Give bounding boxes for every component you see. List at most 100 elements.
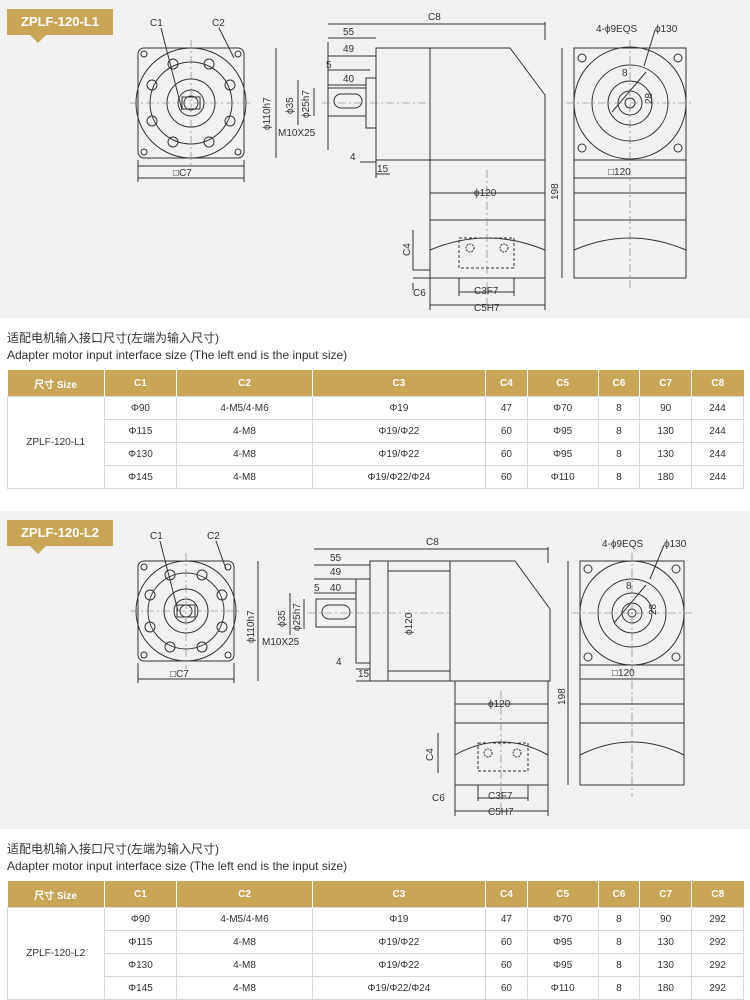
technical-drawing: C1 C2 □C7 C8 55 49 5 40 4 15 ϕ110h7 ϕ35 … [130,12,694,314]
th-c5: C5 [526,881,599,908]
cell: 180 [639,976,693,1000]
caption: 适配电机输入接口尺寸(左端为输入尺寸) Adapter motor input … [0,318,750,364]
dim-phi25: ϕ25h7 [301,90,312,118]
dim-4: 4 [350,152,356,163]
dim-phi120: ϕ120 [488,699,511,710]
cell: 8 [597,953,641,977]
th-size: 尺寸 Size [7,370,104,397]
table-row: Φ130 4-M8 Φ19/Φ22 60 Φ95 8 130 292 [8,953,744,977]
model-tag-pointer [30,35,46,43]
technical-drawing: C1 C2 □C7 C8 55 49 5 40 4 15 ϕ110h7 ϕ35 … [130,531,692,818]
dim-phi35: ϕ35 [277,610,288,627]
dim-28: 28 [648,603,659,615]
label-eqs: 4-ϕ9EQS [596,24,638,35]
cell: 4-M8 [176,976,313,1000]
label-c2: C2 [207,531,220,542]
cell: Φ19 [311,907,487,931]
caption-en: Adapter motor input interface size (The … [7,348,348,362]
caption-en: Adapter motor input interface size (The … [7,859,348,873]
cell: 4-M8 [176,953,313,977]
dim-55: 55 [343,27,355,38]
cell: 4-M8 [176,465,313,489]
cell: 90 [639,907,693,931]
cell: Φ19/Φ22 [311,930,487,954]
label-c4: C4 [425,748,436,761]
dim-sq120: □120 [608,167,631,178]
th-c7: C7 [639,370,692,397]
cell-model: ZPLF-120-L2 [7,907,105,1000]
cell: 4-M5/4-M6 [176,396,313,420]
cell: 4-M8 [176,930,313,954]
dim-8: 8 [622,68,628,79]
th-c1: C1 [103,370,177,397]
cell: Φ145 [103,976,178,1000]
label-m10: M10X25 [262,637,300,648]
dim-40: 40 [330,583,342,594]
model-tag: ZPLF-120-L2 [7,520,113,546]
cell: Φ19/Φ22/Φ24 [311,465,487,489]
dim-phi25: ϕ25h7 [292,603,303,631]
dim-40: 40 [343,74,355,85]
section-l1: ZPLF-120-L1 [0,0,750,489]
cell: Φ95 [526,419,599,443]
dim-28: 28 [644,92,655,104]
cell: Φ95 [526,442,599,466]
label-c4: C4 [402,243,413,256]
cell: 8 [597,976,641,1000]
dim-5: 5 [314,583,320,594]
cell: 60 [485,419,528,443]
cell: 4-M8 [176,419,313,443]
section-l2: ZPLF-120-L2 [0,511,750,1000]
dim-phi110: ϕ110h7 [262,97,273,130]
cell: Φ115 [103,930,178,954]
cell: 292 [691,976,744,1000]
label-m10: M10X25 [278,128,316,139]
dim-55: 55 [330,553,342,564]
th-c8: C8 [691,370,744,397]
dim-15: 15 [377,164,389,175]
label-c8: C8 [426,537,439,548]
model-tag: ZPLF-120-L1 [7,9,113,35]
cell: Φ95 [526,953,599,977]
dim-phi120: ϕ120 [474,188,497,199]
cell: 4-M8 [176,442,313,466]
dim-phi130: ϕ130 [655,24,678,35]
drawing-panel-l2: ZPLF-120-L2 [0,511,750,829]
table-row: Φ130 4-M8 Φ19/Φ22 60 Φ95 8 130 244 [8,442,744,466]
caption: 适配电机输入接口尺寸(左端为输入尺寸) Adapter motor input … [0,829,750,875]
cell: 60 [485,953,528,977]
dim-phi120-body: ϕ120 [404,612,415,635]
drawing-panel-l1: ZPLF-120-L1 [0,0,750,318]
label-c3: C3F7 [474,286,499,297]
cell: 4-M5/4-M6 [176,907,313,931]
dim-phi35: ϕ35 [285,97,296,114]
cell: Φ145 [103,465,178,489]
th-c6: C6 [597,370,640,397]
th-size: 尺寸 Size [7,881,104,908]
cell: 244 [691,396,744,420]
cell: 8 [597,907,641,931]
cell: 60 [485,442,528,466]
th-c5: C5 [526,370,599,397]
th-c4: C4 [485,370,528,397]
th-c3: C3 [311,881,486,908]
label-c7: □C7 [173,168,192,179]
table-row: ZPLF-120-L2 Φ90 4-M5/4-M6 Φ19 47 Φ70 8 9… [7,907,744,1000]
table-row: Φ145 4-M8 Φ19/Φ22/Φ24 60 Φ110 8 180 244 [8,465,744,489]
label-c5: C5H7 [488,807,514,818]
table-row: ZPLF-120-L1 Φ90 4-M5/4-M6 Φ19 47 Φ70 8 9… [7,396,744,489]
cell: Φ115 [103,419,178,443]
label-c7: □C7 [170,669,189,680]
cell: Φ90 [103,907,178,931]
dim-phi130: ϕ130 [664,539,687,550]
cell: Φ70 [526,907,599,931]
dim-198: 198 [557,688,568,705]
cell: 244 [691,442,744,466]
label-c6: C6 [432,793,445,804]
caption-cn: 适配电机输入接口尺寸(左端为输入尺寸) [7,331,219,345]
th-c1: C1 [103,881,177,908]
table-header-row: 尺寸 Size C1 C2 C3 C4 C5 C6 C7 C8 [7,881,744,908]
label-c3: C3F7 [488,791,513,802]
cell: 8 [597,419,641,443]
dim-4: 4 [336,657,342,668]
